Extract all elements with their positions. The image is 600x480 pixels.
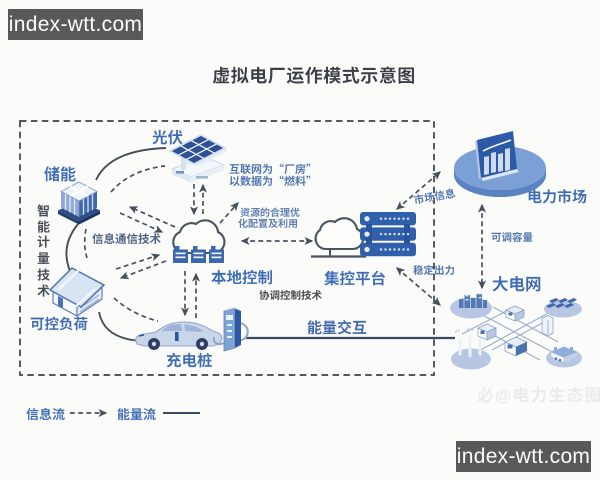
info-line-load-car (113, 297, 159, 322)
label-local-control: 本地控制 (211, 266, 274, 288)
annotation-adjustable-capacity: 可调容量 (491, 230, 533, 245)
central-platform-icon (311, 212, 416, 258)
annotation-coordination: 协调控制技术 (259, 288, 322, 303)
local-control-icon (172, 219, 226, 263)
label-main-grid: 大电网 (492, 271, 542, 295)
legend-energy-flow: 能量流 (117, 404, 157, 423)
label-storage: 储能 (44, 161, 77, 185)
charging-pile-icon (135, 307, 249, 352)
main-grid-icon (450, 293, 582, 370)
info-arrow-platform-market (396, 171, 441, 210)
info-arrow-cloud-to-load (119, 260, 167, 280)
annotation-ict: 信息通信技术 (92, 231, 161, 247)
annotation-resource-line1: 资源的合理优 (240, 204, 300, 219)
power-market-icon (454, 131, 546, 197)
pv-panel-icon (168, 133, 228, 183)
info-flow-lines (70, 165, 487, 418)
label-energy-interaction: 能量交互 (307, 317, 368, 338)
watermark-faint: 必@电力生态圈 (477, 382, 600, 406)
label-central-platform: 集控平台 (324, 267, 387, 289)
info-arrow-cloud-to-storage (128, 206, 176, 228)
annotation-resource-line2: 化配置及利用 (238, 215, 298, 230)
storage-icon (58, 181, 100, 225)
info-line-storage-load (83, 228, 89, 262)
label-power-market: 电力市场 (527, 186, 588, 207)
annotation-internet-line1: 互联网为“厂房” (229, 161, 317, 177)
info-arrow-cloud-resource (219, 202, 239, 224)
vpp-boundary-box (19, 120, 435, 376)
page-title: 虚拟电厂运作模式示意图 (212, 62, 416, 88)
energy-line-storage-load (65, 223, 79, 272)
annotation-internet-line2: 以数据为“燃料” (229, 173, 317, 189)
label-pv: 光伏 (152, 126, 184, 148)
watermark-top-left: index-wtt.com (8, 9, 143, 40)
annotation-smart-metering: 智能计量技术 (34, 203, 53, 299)
annotation-stable-output: 稳定出力 (413, 263, 455, 278)
info-line-storage-pv (110, 165, 166, 193)
label-controllable-load: 可控负荷 (30, 313, 88, 334)
watermark-bottom-right: index-wtt.com (456, 441, 591, 472)
energy-line-storage-pv (95, 147, 167, 181)
info-arrow-platform-grid (396, 267, 441, 306)
controllable-load-icon (48, 267, 106, 318)
info-arrow-load-to-cloud (115, 253, 161, 270)
energy-line-load-car (98, 311, 143, 342)
legend-info-flow: 信息流 (26, 404, 66, 423)
label-charging-pile: 充电桩 (166, 349, 213, 371)
info-arrow-storage-to-cloud (119, 212, 164, 233)
